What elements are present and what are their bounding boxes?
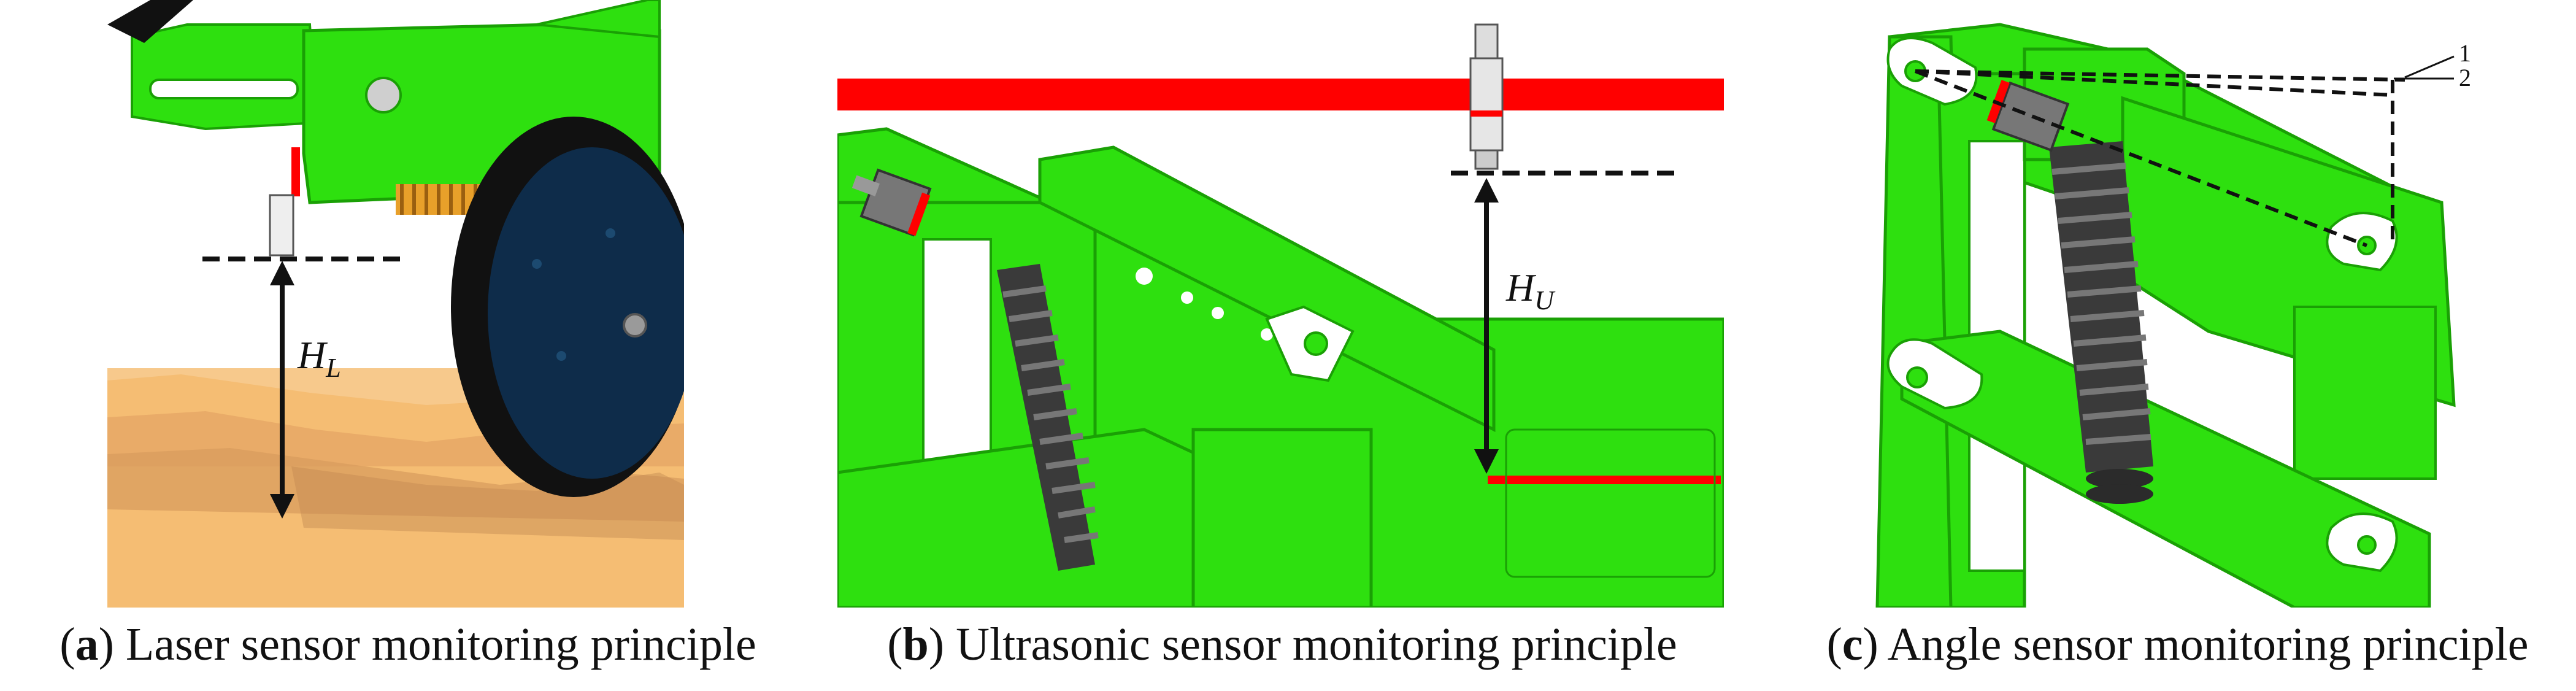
- pivot-plate-lower-right: [2326, 512, 2398, 573]
- wheel-hub-icon: [623, 313, 647, 338]
- caption-b-text: Ultrasonic sensor monitoring principle: [956, 619, 1677, 670]
- upper-link-arm: [1038, 145, 1496, 433]
- hitch-bracket: [131, 23, 318, 131]
- adjust-slot: [149, 79, 299, 99]
- soil-furrow: [107, 448, 684, 522]
- spring-icon: [396, 184, 482, 215]
- measure-label-a: H: [297, 333, 328, 377]
- frame-bolt-icon: [107, 0, 193, 43]
- caption-c-text: Angle sensor monitoring principle: [1887, 619, 2529, 670]
- svg-text:HU: HU: [1505, 266, 1556, 315]
- spring-icon: [2049, 141, 2153, 504]
- caption-c: (c) Angle sensor monitoring principle: [1826, 619, 2529, 670]
- lower-link-arm: [1900, 330, 2431, 608]
- laser-sensor-diagram: HL: [107, 0, 684, 608]
- bracket-plate: [2293, 306, 2437, 480]
- pivot-plate-right: [2326, 212, 2398, 272]
- pivot-plate-lower-left: [1886, 338, 1983, 410]
- frame-beam: [837, 79, 1724, 110]
- svg-text:HL: HL: [297, 333, 341, 383]
- panel-c: 1 2: [1865, 0, 2576, 608]
- gauge-wheel: [451, 117, 684, 497]
- target-plate: [1488, 476, 1721, 484]
- ultrasonic-sensor-icon: [1469, 23, 1504, 170]
- panel-a: HL: [107, 0, 684, 608]
- measure-sub-b: U: [1534, 285, 1556, 315]
- callout-2: 2: [2459, 64, 2471, 91]
- sensor-mount-red: [291, 147, 300, 196]
- ultrasonic-sensor-diagram: HU: [837, 23, 1724, 608]
- caption-b: (b) Ultrasonic sensor monitoring princip…: [887, 619, 1677, 670]
- caption-a-letter: a: [75, 619, 99, 670]
- laser-sensor-icon: [269, 194, 294, 257]
- callout-1: 1: [2459, 39, 2471, 67]
- measure-sub-a: L: [325, 353, 340, 383]
- angle-lines: [1914, 69, 2405, 247]
- caption-a-text: Laser sensor monitoring principle: [125, 619, 756, 670]
- panel-b: HU: [837, 0, 1724, 608]
- caption-a: (a) Laser sensor monitoring principle: [60, 619, 756, 670]
- pivot-pin-icon: [365, 77, 402, 114]
- spring-icon: [997, 264, 1099, 571]
- height-arrow: [1474, 178, 1499, 474]
- height-arrow: [270, 261, 294, 519]
- measure-label-b: H: [1505, 266, 1537, 309]
- angle-sensor-box-icon: [852, 168, 932, 237]
- angle-sensor-diagram: 1 2: [1875, 23, 2471, 608]
- bracket-plate: [1191, 428, 1373, 608]
- caption-b-letter: b: [902, 619, 929, 670]
- caption-c-letter: c: [1842, 619, 1863, 670]
- callout-line-1: [2404, 55, 2455, 79]
